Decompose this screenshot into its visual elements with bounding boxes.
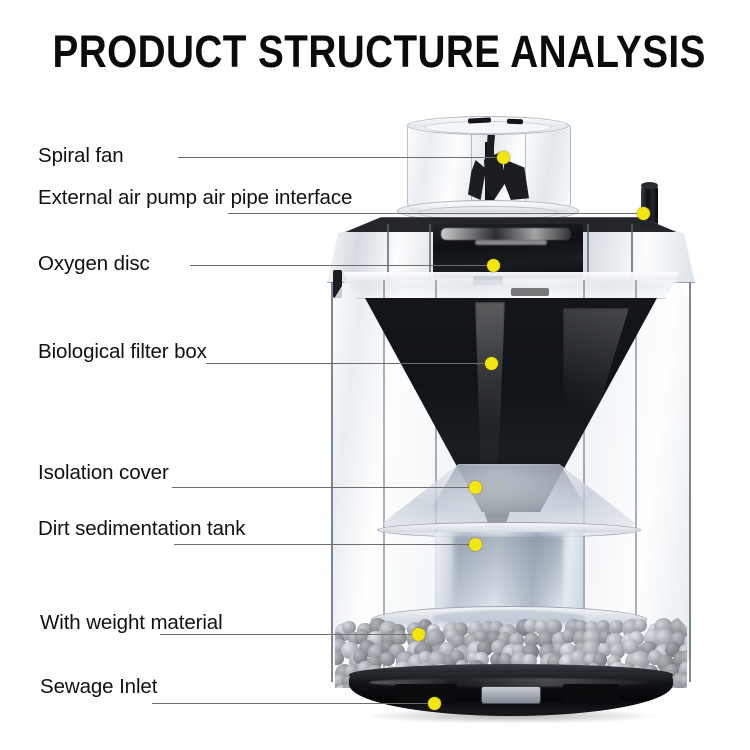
weight-material-pebble xyxy=(684,633,687,652)
weight-material-pebble xyxy=(341,683,356,688)
base-highlight xyxy=(369,678,651,687)
marker-isolation-cover xyxy=(469,481,482,494)
air-pipe-opening xyxy=(641,182,658,189)
tank-facet-edge xyxy=(383,280,385,684)
product-illustration xyxy=(325,112,697,724)
tank-outline-left xyxy=(331,282,333,682)
weight-material-pebble xyxy=(682,684,687,688)
marker-spiral-fan xyxy=(497,151,510,164)
marker-air-pipe-interface xyxy=(637,207,650,220)
tank-outline-right xyxy=(689,282,691,682)
marker-oxygen-disc xyxy=(487,259,500,272)
callout-label-sewage-inlet: Sewage Inlet xyxy=(40,675,158,698)
weight-material-pebble xyxy=(679,673,687,688)
weight-material-pebble xyxy=(335,673,347,688)
deck-seam xyxy=(387,224,389,282)
leader-line-isolation-cover xyxy=(172,487,477,488)
deck-seam xyxy=(631,224,633,282)
weight-material-pebble xyxy=(609,619,624,635)
cap-seam-right xyxy=(525,122,527,206)
tank-facet-edge xyxy=(583,280,585,684)
cap-seam-left xyxy=(471,122,473,206)
callout-label-air-pipe-interface: External air pump air pipe interface xyxy=(38,186,353,209)
weight-material-pebble xyxy=(524,632,539,648)
fan-blade xyxy=(486,132,495,164)
deck-seam xyxy=(587,224,589,282)
weight-material-pebble xyxy=(499,653,514,668)
weight-material-pebble xyxy=(633,618,647,633)
weight-material-pebble xyxy=(391,629,407,646)
weight-material-pebble xyxy=(380,651,395,667)
weight-material-pebble xyxy=(678,650,687,670)
leader-line-sewage-inlet xyxy=(152,703,438,704)
weight-material-pebble xyxy=(450,649,464,663)
weight-material-pebble xyxy=(335,651,344,666)
weight-material-pebble xyxy=(534,620,548,634)
weight-material-pebble xyxy=(596,619,611,634)
sewage-inlet-recess xyxy=(563,684,619,702)
housing-clip xyxy=(333,270,342,298)
oxygen-disc-highlight xyxy=(475,240,547,245)
leader-line-oxygen-disc xyxy=(190,265,495,266)
callout-label-isolation-cover: Isolation cover xyxy=(38,461,169,484)
tank-facet-edge xyxy=(635,280,637,684)
fan-blade xyxy=(468,160,486,200)
cap-notch xyxy=(506,118,524,125)
weight-material-pebble xyxy=(342,620,356,635)
weight-material-pebble xyxy=(473,629,488,644)
marker-biological-filter-box xyxy=(485,357,498,370)
oxygen-disc-highlight xyxy=(441,228,571,240)
leader-line-biological-filter-box xyxy=(206,363,493,364)
cap-top-inner-rim xyxy=(425,121,551,134)
leader-line-weight-material xyxy=(160,634,422,635)
marker-sewage-inlet xyxy=(428,697,441,710)
page-title: PRODUCT STRUCTURE ANALYSIS xyxy=(52,26,706,77)
callout-label-spiral-fan: Spiral fan xyxy=(38,144,124,167)
dirt-sedimentation-tank xyxy=(435,532,583,616)
callout-label-biological-filter-box: Biological filter box xyxy=(38,340,207,363)
weight-material-pebble xyxy=(546,619,563,636)
deck-seam xyxy=(429,224,431,282)
sewage-inlet-slot xyxy=(481,686,541,704)
leader-line-air-pipe-interface xyxy=(228,213,646,214)
fan-blade xyxy=(484,152,506,200)
marker-dirt-sedimentation-tank xyxy=(469,538,482,551)
weight-material-pebble xyxy=(623,639,640,656)
marker-weight-material xyxy=(412,628,425,641)
callout-label-weight-material: With weight material xyxy=(40,611,223,634)
weight-material-pebble xyxy=(667,686,682,688)
callout-label-dirt-sedimentation-tank: Dirt sedimentation tank xyxy=(38,517,246,540)
weight-material-pebble xyxy=(610,643,626,659)
sewage-inlet-recess xyxy=(395,684,457,702)
callout-label-oxygen-disc: Oxygen disc xyxy=(38,252,150,275)
base-shadow xyxy=(361,708,661,724)
leader-line-spiral-fan xyxy=(178,157,505,158)
weight-material-pebble xyxy=(524,619,538,633)
isolation-cover-shading xyxy=(429,464,589,512)
weight-material-pebble xyxy=(679,661,687,679)
leader-line-dirt-sedimentation-tank xyxy=(174,544,477,545)
weight-material-pebble xyxy=(680,618,687,638)
weight-material-pebble xyxy=(335,639,347,655)
